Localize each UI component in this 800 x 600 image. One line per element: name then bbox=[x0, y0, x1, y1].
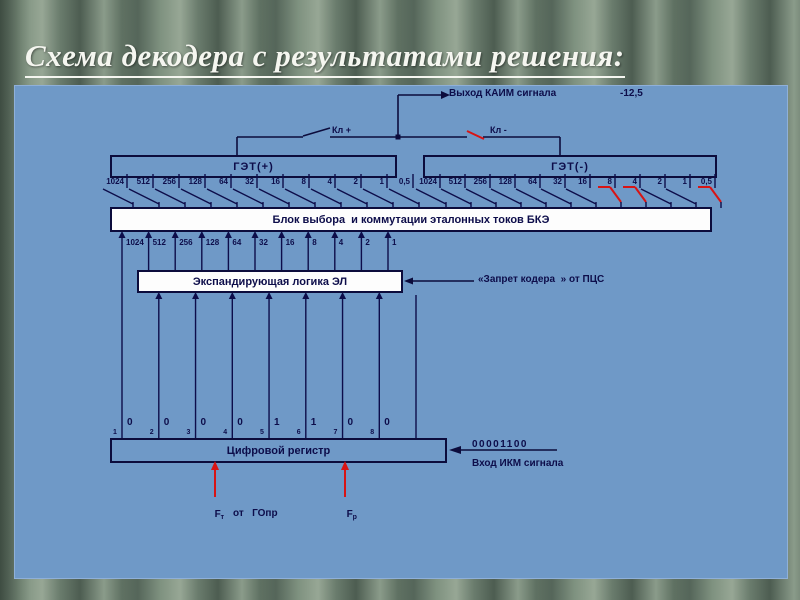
expander-weight-label: 8 bbox=[312, 238, 317, 247]
expander-weight-label: 256 bbox=[179, 238, 193, 247]
pcm-code-value: 00001100 bbox=[472, 439, 528, 450]
expander-weight-label: 4 bbox=[338, 238, 344, 247]
weight-label-plus: 1024 bbox=[106, 177, 124, 186]
bke-box: Блок выбора и коммутации эталонных токов… bbox=[110, 207, 712, 232]
output-value: -12,5 bbox=[620, 88, 643, 99]
bit-value: 0 bbox=[384, 417, 390, 428]
weight-label-plus: 64 bbox=[219, 177, 228, 186]
get-minus-box: ГЭТ(-) bbox=[423, 155, 717, 178]
slide-title: Схема декодера с результатами решения: bbox=[25, 38, 785, 78]
diagram-panel bbox=[14, 85, 788, 579]
weight-label-minus: 0,5 bbox=[700, 177, 712, 186]
get-plus-label: ГЭТ(+) bbox=[233, 160, 274, 173]
expander-weight-label: 512 bbox=[152, 238, 166, 247]
bit-index: 1 bbox=[113, 429, 117, 436]
expander-label: Экспандирующая логика ЭЛ bbox=[192, 275, 348, 288]
weight-label-plus: 32 bbox=[245, 177, 254, 186]
expander-weight-label: 1024 bbox=[126, 238, 144, 247]
bit-index: 5 bbox=[260, 429, 264, 436]
bit-value: 1 bbox=[310, 417, 317, 428]
expander-weight-label: 128 bbox=[205, 238, 220, 247]
expander-weight-label: 32 bbox=[259, 238, 268, 247]
expander-weight-label: 1 bbox=[392, 238, 397, 247]
weight-label-plus: 512 bbox=[136, 177, 150, 186]
weight-label-plus: 2 bbox=[353, 177, 358, 186]
register-label: Цифровой регистр bbox=[226, 444, 331, 457]
weight-label-plus: 4 bbox=[327, 177, 332, 186]
bit-value: 1 bbox=[274, 417, 280, 428]
weight-label-minus: 1024 bbox=[419, 177, 437, 186]
weight-label-plus: 256 bbox=[162, 177, 176, 186]
weight-label-minus: 256 bbox=[473, 177, 487, 186]
get-minus-label: ГЭТ(-) bbox=[551, 160, 589, 173]
weight-label-minus: 1 bbox=[682, 177, 687, 186]
switch-minus-label: Кл - bbox=[490, 125, 507, 135]
weight-label-plus: 128 bbox=[188, 177, 202, 186]
weight-label-minus: 16 bbox=[578, 177, 587, 186]
weight-label-plus: 8 bbox=[301, 177, 306, 186]
bit-index: 7 bbox=[333, 429, 338, 436]
weight-label-plus: 16 bbox=[271, 177, 280, 186]
bit-index: 6 bbox=[296, 429, 301, 436]
bit-index: 2 bbox=[149, 429, 154, 436]
weight-label-plus: 1 bbox=[379, 177, 384, 186]
weight-label-minus: 4 bbox=[632, 177, 637, 186]
expander-weight-label: 2 bbox=[365, 238, 370, 247]
switch-plus-label: Кл + bbox=[332, 125, 351, 135]
bit-index: 4 bbox=[223, 429, 228, 436]
coder-inhibit-label: «Запрет кодера » от ПЦС bbox=[478, 274, 605, 285]
get-plus-box: ГЭТ(+) bbox=[110, 155, 397, 178]
bit-value: 0 bbox=[163, 417, 170, 428]
clock-fr-label: Fр bbox=[346, 509, 357, 522]
expander-weight-label: 16 bbox=[285, 238, 295, 247]
weight-label-minus: 128 bbox=[498, 177, 512, 186]
clock-ft-label: Fт bbox=[214, 509, 225, 522]
weight-label-minus: 32 bbox=[553, 177, 562, 186]
expander-weight-label: 64 bbox=[232, 238, 242, 247]
bit-value: 0 bbox=[127, 417, 133, 428]
weight-label-minus: 512 bbox=[448, 177, 462, 186]
register-box: Цифровой регистр bbox=[110, 438, 447, 463]
pcm-input-label: Вход ИКМ сигнала bbox=[472, 458, 564, 469]
bke-label: Блок выбора и коммутации эталонных токов… bbox=[272, 213, 550, 226]
bit-value: 0 bbox=[347, 417, 354, 428]
expander-box: Экспандирующая логика ЭЛ bbox=[137, 270, 403, 293]
clock-source-label: от ГОпр bbox=[233, 508, 278, 519]
output-signal-label: Выход КАИМ сигнала bbox=[449, 88, 557, 99]
bit-value: 0 bbox=[200, 417, 207, 428]
bit-value: 0 bbox=[237, 417, 243, 428]
bit-index: 8 bbox=[370, 429, 375, 436]
bit-index: 3 bbox=[186, 429, 191, 436]
weight-label-minus: 8 bbox=[607, 177, 612, 186]
weight-label-minus: 2 bbox=[657, 177, 662, 186]
weight-label-minus: 64 bbox=[528, 177, 537, 186]
weight-label-plus: 0,5 bbox=[398, 177, 410, 186]
